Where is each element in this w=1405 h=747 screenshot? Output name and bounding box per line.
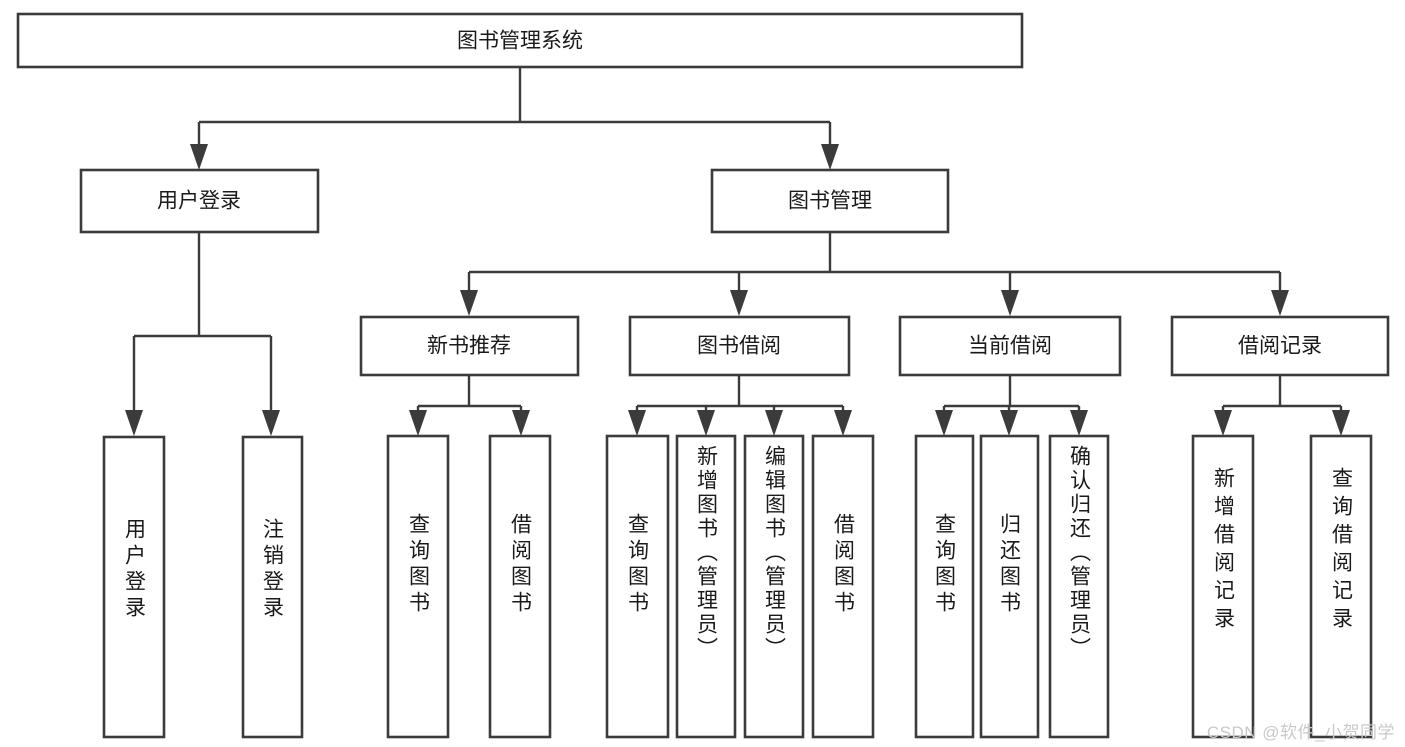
node-leaf-confirm-return[interactable]: 确认归还（管理员） xyxy=(1048,434,1110,739)
node-leaf-add-record[interactable]: 新增借阅记录 xyxy=(1191,434,1255,739)
node-book-borrow-label: 图书借阅 xyxy=(697,335,781,358)
node-book-manage-label: 图书管理 xyxy=(788,190,872,213)
connector-group-user-login xyxy=(132,232,273,412)
node-borrow-record-label: 借阅记录 xyxy=(1238,335,1322,358)
arrow-to-borrow-record xyxy=(1271,290,1289,316)
node-book-borrow[interactable]: 图书借阅 xyxy=(628,315,851,377)
node-current-borrow[interactable]: 当前借阅 xyxy=(898,315,1122,377)
node-leaf-query-book-1[interactable]: 查询图书 xyxy=(386,434,450,739)
connector-group-borrow-record xyxy=(1221,375,1343,414)
connector-group-new-book-rec xyxy=(416,375,523,414)
node-leaf-query-record-label: 查询借阅记录 xyxy=(1330,467,1354,635)
node-leaf-logout-login[interactable]: 注销登录 xyxy=(241,435,304,739)
arrow-to-leaf-edit-book xyxy=(765,410,783,436)
node-user-login-label: 用户登录 xyxy=(157,190,241,213)
csdn-watermark: CSDN @软件_小贺同学 xyxy=(1206,723,1395,742)
node-leaf-query-book-2[interactable]: 查询图书 xyxy=(605,434,670,739)
arrow-to-leaf-query-book-1 xyxy=(409,410,427,436)
arrow-to-user-login xyxy=(190,144,208,170)
node-new-book-rec[interactable]: 新书推荐 xyxy=(359,315,580,377)
arrow-to-leaf-borrow-book-2 xyxy=(834,410,852,436)
arrow-to-book-manage xyxy=(821,144,839,170)
node-user-login[interactable]: 用户登录 xyxy=(79,168,320,234)
arrow-to-new-book-rec xyxy=(460,290,478,316)
arrow-to-book-borrow xyxy=(730,290,748,316)
node-leaf-add-book[interactable]: 新增图书（管理员） xyxy=(675,434,737,739)
node-current-borrow-label: 当前借阅 xyxy=(968,335,1052,358)
node-leaf-query-record[interactable]: 查询借阅记录 xyxy=(1309,434,1373,739)
arrow-to-leaf-query-record xyxy=(1332,410,1350,436)
node-book-manage[interactable]: 图书管理 xyxy=(710,168,950,234)
node-leaf-logout-login-label: 注销登录 xyxy=(261,518,285,622)
node-leaf-query-book-3-label: 查询图书 xyxy=(933,513,957,617)
arrow-to-leaf-borrow-book-1 xyxy=(512,410,530,436)
node-leaf-user-login[interactable]: 用户登录 xyxy=(102,435,166,739)
node-leaf-user-login-label: 用户登录 xyxy=(123,518,147,622)
node-root[interactable]: 图书管理系统 xyxy=(16,12,1024,69)
node-leaf-query-book-1-label: 查询图书 xyxy=(407,513,431,617)
node-leaf-borrow-book-2[interactable]: 借阅图书 xyxy=(811,434,875,739)
arrow-to-leaf-add-record xyxy=(1214,410,1232,436)
connector-group-current-borrow xyxy=(942,375,1081,414)
node-new-book-rec-label: 新书推荐 xyxy=(427,335,511,358)
node-leaf-borrow-book-2-label: 借阅图书 xyxy=(832,513,856,617)
connector-group-root xyxy=(197,67,832,146)
arrow-to-leaf-confirm-return xyxy=(1070,410,1088,436)
arrow-to-leaf-query-book-3 xyxy=(935,410,953,436)
connector-group-book-manage xyxy=(467,232,1282,292)
node-borrow-record[interactable]: 借阅记录 xyxy=(1170,315,1390,377)
node-leaf-query-book-3[interactable]: 查询图书 xyxy=(914,434,975,739)
node-leaf-add-book-label: 新增图书（管理员） xyxy=(695,445,719,661)
node-leaf-query-book-2-label: 查询图书 xyxy=(626,513,650,617)
node-leaf-confirm-return-label: 确认归还（管理员） xyxy=(1068,445,1092,661)
node-leaf-borrow-book-1-label: 借阅图书 xyxy=(509,513,533,617)
node-leaf-edit-book-label: 编辑图书（管理员） xyxy=(763,445,787,661)
node-leaf-add-record-label: 新增借阅记录 xyxy=(1212,467,1236,635)
node-leaf-return-book[interactable]: 归还图书 xyxy=(979,434,1040,739)
arrow-to-leaf-user-login xyxy=(125,410,143,436)
node-leaf-borrow-book-1[interactable]: 借阅图书 xyxy=(488,434,552,739)
arrow-to-leaf-return-book xyxy=(1000,410,1018,436)
node-leaf-return-book-label: 归还图书 xyxy=(998,513,1022,617)
arrow-to-current-borrow xyxy=(1001,290,1019,316)
connector-group-book-borrow xyxy=(635,375,845,414)
node-leaf-edit-book[interactable]: 编辑图书（管理员） xyxy=(743,434,805,739)
arrow-to-leaf-logout-login xyxy=(262,410,280,436)
arrow-to-leaf-add-book xyxy=(697,410,715,436)
arrow-to-leaf-query-book-2 xyxy=(628,410,646,436)
node-root-label: 图书管理系统 xyxy=(457,30,583,53)
